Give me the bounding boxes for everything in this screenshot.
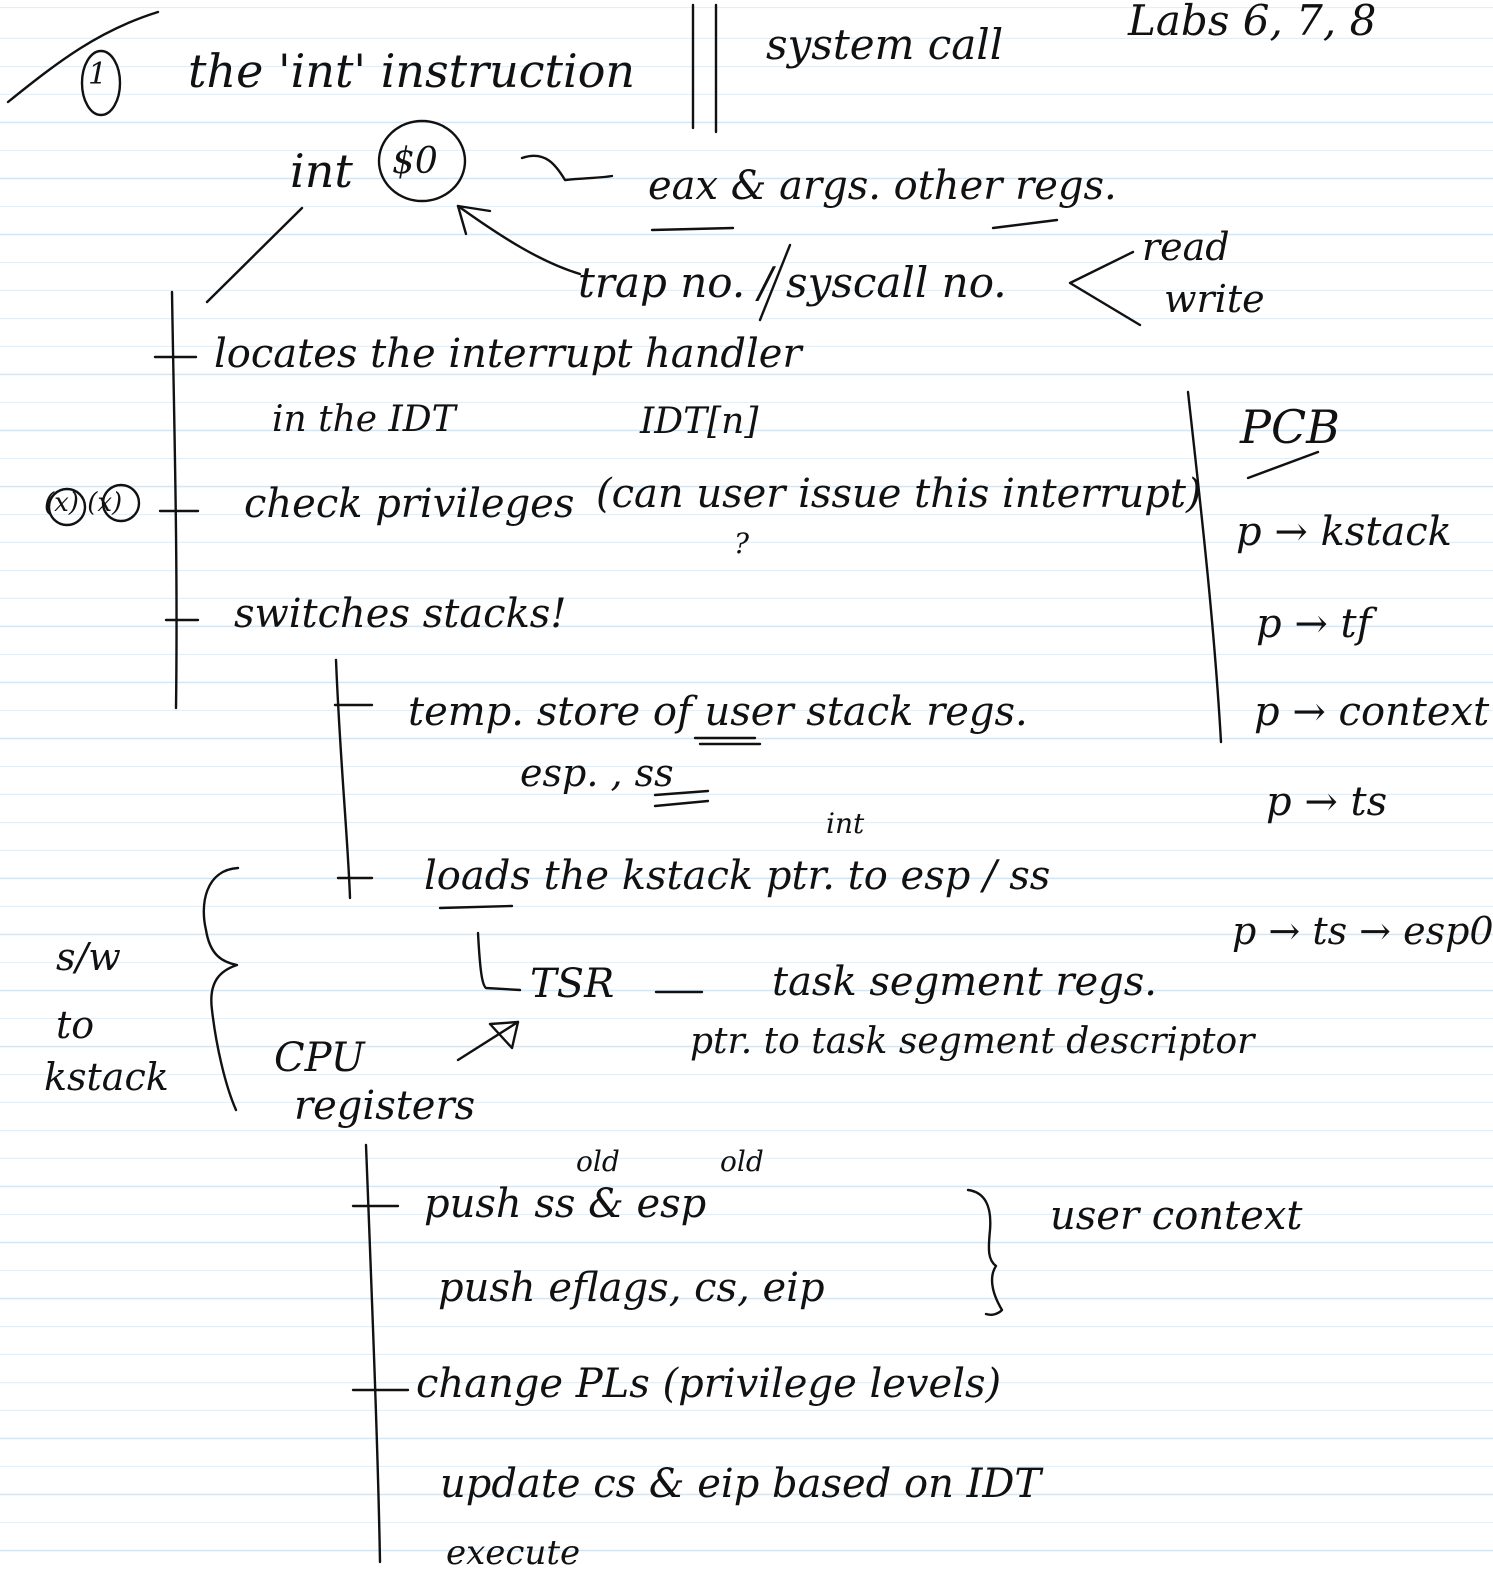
operand-circle [377,119,467,203]
pcb-title: PCB [1240,400,1340,454]
loads-underline [438,904,514,910]
curly-brace [202,866,240,1112]
question-mark: ? [734,527,750,560]
item-number-circle [80,49,122,117]
step-check-privileges: check privileges [244,481,575,527]
push-bracket [364,1143,382,1564]
read-write-arrows [1068,250,1142,327]
temp-store-note: temp. store of user stack regs. [408,689,1028,735]
eax-underline [650,226,735,232]
change-privilege-levels: change PLs (privilege levels) [416,1361,1002,1407]
cpu-arrowhead [488,1020,520,1050]
update-cs-eip: update cs & eip based on IDT [440,1461,1042,1507]
pcb-item-tf: p → tf [1256,601,1372,647]
pcb-bracket [1186,390,1223,744]
trap-arrowhead [456,204,492,236]
corner-diagonal-stroke [6,10,160,104]
pcb-item-esp0: p → ts → esp0 [1232,909,1493,953]
item-number: 1 [88,57,108,92]
cpu-arrow [456,1020,520,1062]
kstack-label: kstack [44,1055,169,1099]
to-label: to [56,1003,95,1047]
mark-circle-1 [47,487,87,527]
step-switch-stacks: switches stacks! [234,591,567,637]
loads-kstack-note: loads the kstack ptr. to esp / ss [424,853,1051,899]
tsr-description: task segment regs. [772,959,1157,1005]
pcb-item-context: p → context [1254,689,1490,735]
int-keyword: int [290,144,353,198]
cpu-label: CPU [274,1035,365,1081]
push-ss-esp: push ss & esp [424,1181,707,1227]
user-context-label: user context [1050,1193,1303,1239]
labs-note: Labs 6, 7, 8 [1128,0,1377,45]
args-note: eax & args. other regs. [648,163,1117,209]
old-label-esp: old [720,1145,764,1178]
pcb-item-ts: p → ts [1266,779,1388,825]
trap-number-note: trap no. / syscall no. [578,258,1007,307]
regs-underline [991,218,1059,230]
step-locate-handler: locates the interrupt handler [214,331,802,377]
idt-index: IDT[n] [640,401,759,442]
star-marks: (x) (x) [44,488,123,518]
int-small-note: int [826,807,865,840]
tsr-corner [476,931,522,992]
sw-label: s/w [56,935,121,979]
old-label-ss: old [576,1145,620,1178]
privilege-question: (can user issue this interrupt) [596,471,1202,517]
task-segment-descriptor-note: ptr. to task segment descriptor [690,1021,1255,1062]
operand-branch-line [205,206,304,304]
read-label: read [1142,225,1230,269]
system-call-label: system call [766,20,1004,69]
trap-arrow [456,204,582,276]
steps-bracket [170,290,178,710]
tsr-label: TSR [530,961,615,1007]
esp-ss-note: esp. , ss [520,751,674,795]
ss-underline-2 [653,799,710,808]
registers-label: registers [294,1083,476,1129]
mark-circle-2 [101,483,141,523]
args-squiggle [520,154,614,182]
int-operand: $0 [392,141,438,182]
user-context-brace [966,1188,1004,1316]
ss-underline [653,789,710,797]
step-in-idt: in the IDT [272,399,456,440]
page-title: the 'int' instruction [188,44,636,98]
pcb-underline [1246,450,1320,480]
write-label: write [1164,277,1265,321]
trap-slash [758,243,792,322]
pcb-item-kstack: p → kstack [1236,509,1452,555]
substeps-bracket [334,658,352,900]
push-eflags-cs-eip: push eflags, cs, eip [438,1265,825,1311]
execute-label: execute [446,1533,581,1573]
